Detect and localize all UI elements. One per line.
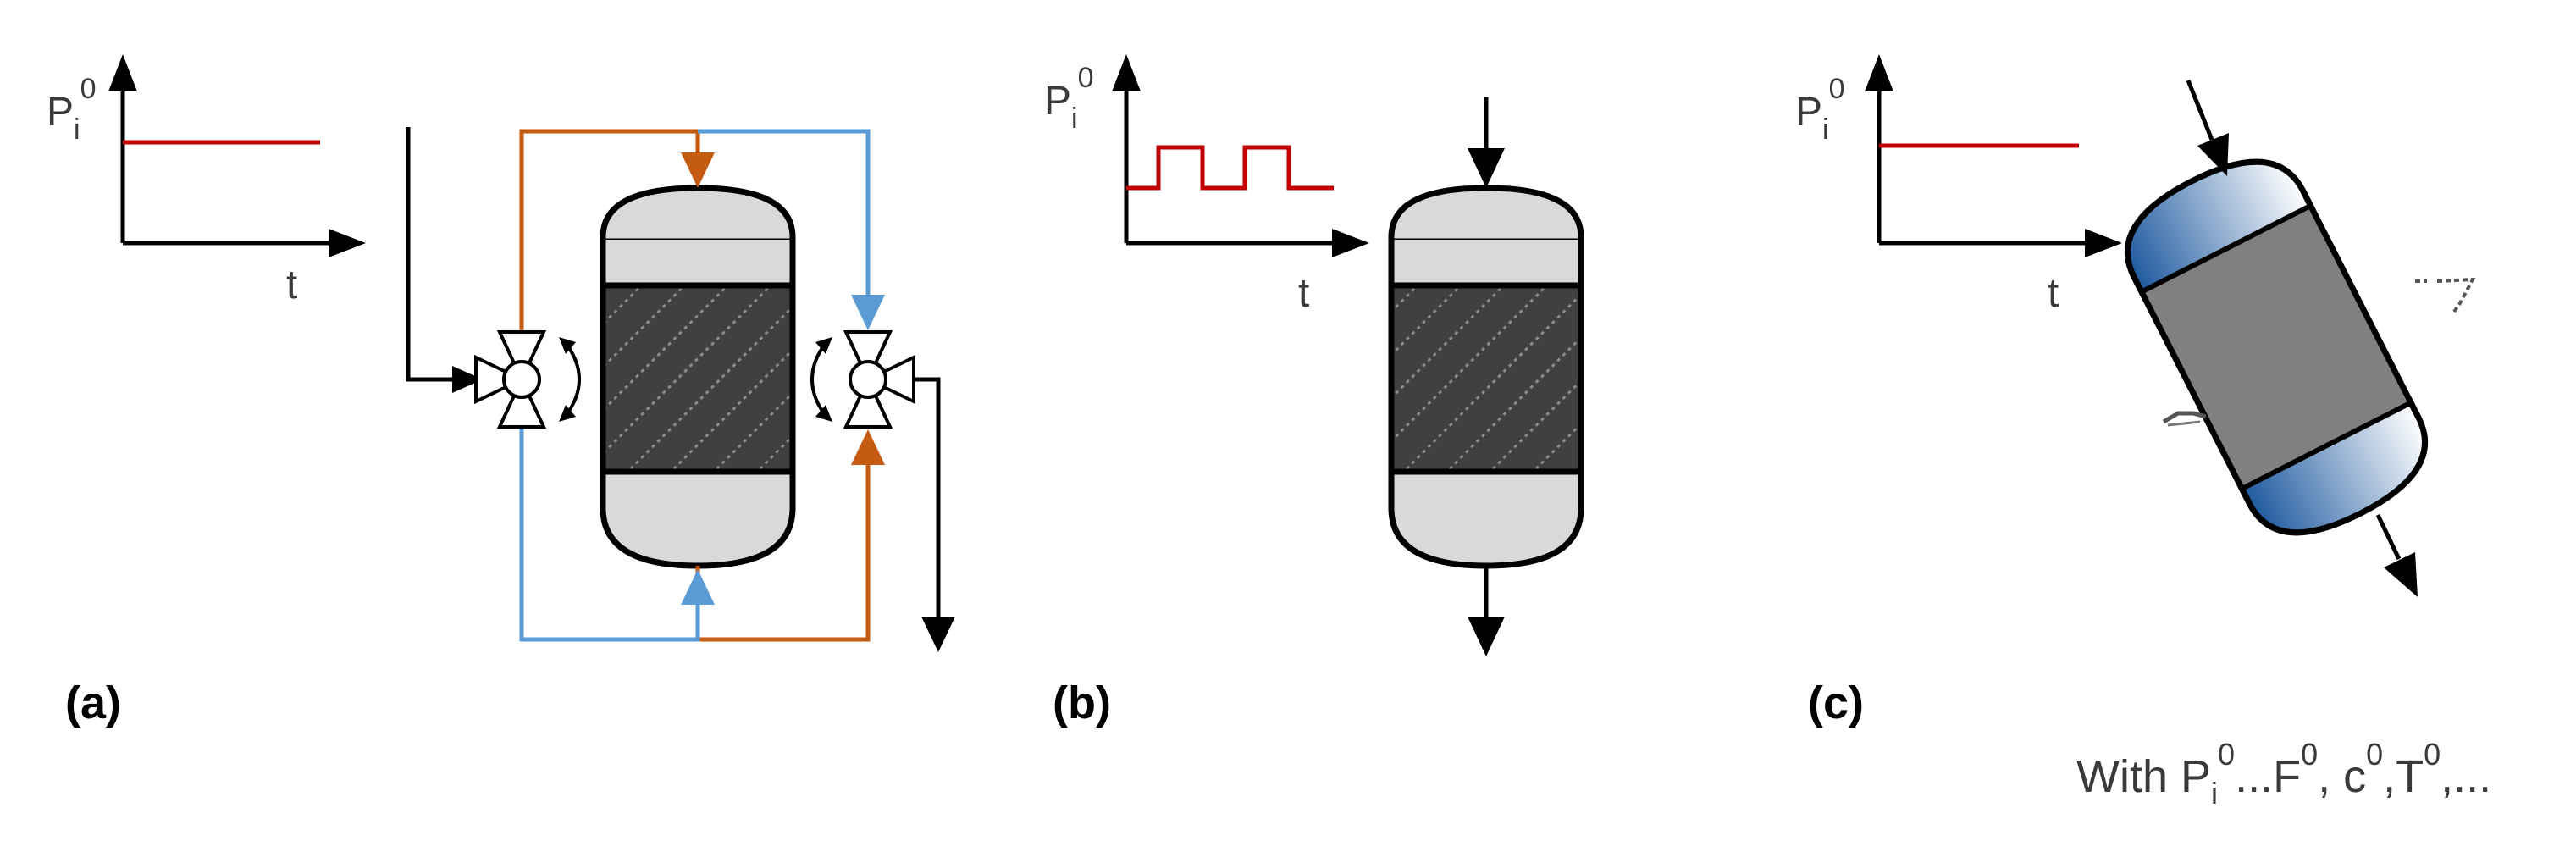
panel-c-left-mark-icon [2162,411,2207,427]
panel-a-x-label: t [286,263,297,307]
panel-a-packed-bed [600,282,796,475]
panel-c-outlet [2375,513,2418,597]
panel-a-feed-line [406,127,483,393]
panel-b-inlet [1468,97,1505,188]
panel-c-inlet [2186,80,2229,176]
panel-a-blue-flow [519,129,885,642]
panel-c-label: (c) [1808,678,1864,728]
panel-a-y-label: Pi0 [47,73,97,146]
panel-c-tilted-column [2124,158,2429,536]
panel-c-y-label: Pi0 [1795,73,1845,146]
footnote-text: With Pi0...F0, c0,T0,... [2076,737,2491,811]
panel-a-left-valve[interactable] [474,330,581,429]
panel-b: Pi0 t (b) [1044,54,1584,728]
panel-a-column [600,185,796,569]
panel-c-right-mark-icon [2415,277,2476,313]
panel-a-right-valve-rotation-icon [810,341,827,418]
panel-b-packed-bed [1388,282,1584,475]
panel-b-outlet [1468,566,1505,656]
panel-a: Pi0 t [47,54,955,728]
panel-a-product-line [914,377,955,652]
panel-a-label: (a) [65,678,121,728]
panel-c-x-label: t [2048,271,2059,316]
panel-b-signal [1126,145,1334,191]
panel-c: Pi0 t (c) [1795,54,2476,728]
panel-b-label: (b) [1053,678,1111,728]
panel-b-axis: Pi0 t [1044,54,1369,316]
panel-b-column [1388,185,1584,569]
panel-a-right-valve[interactable] [810,330,915,429]
panel-a-axis: Pi0 t [47,54,366,307]
panel-b-x-label: t [1298,271,1309,316]
panel-a-left-valve-rotation-icon [564,341,581,418]
panel-c-axis: Pi0 t [1795,54,2122,316]
panel-b-y-label: Pi0 [1044,62,1094,135]
